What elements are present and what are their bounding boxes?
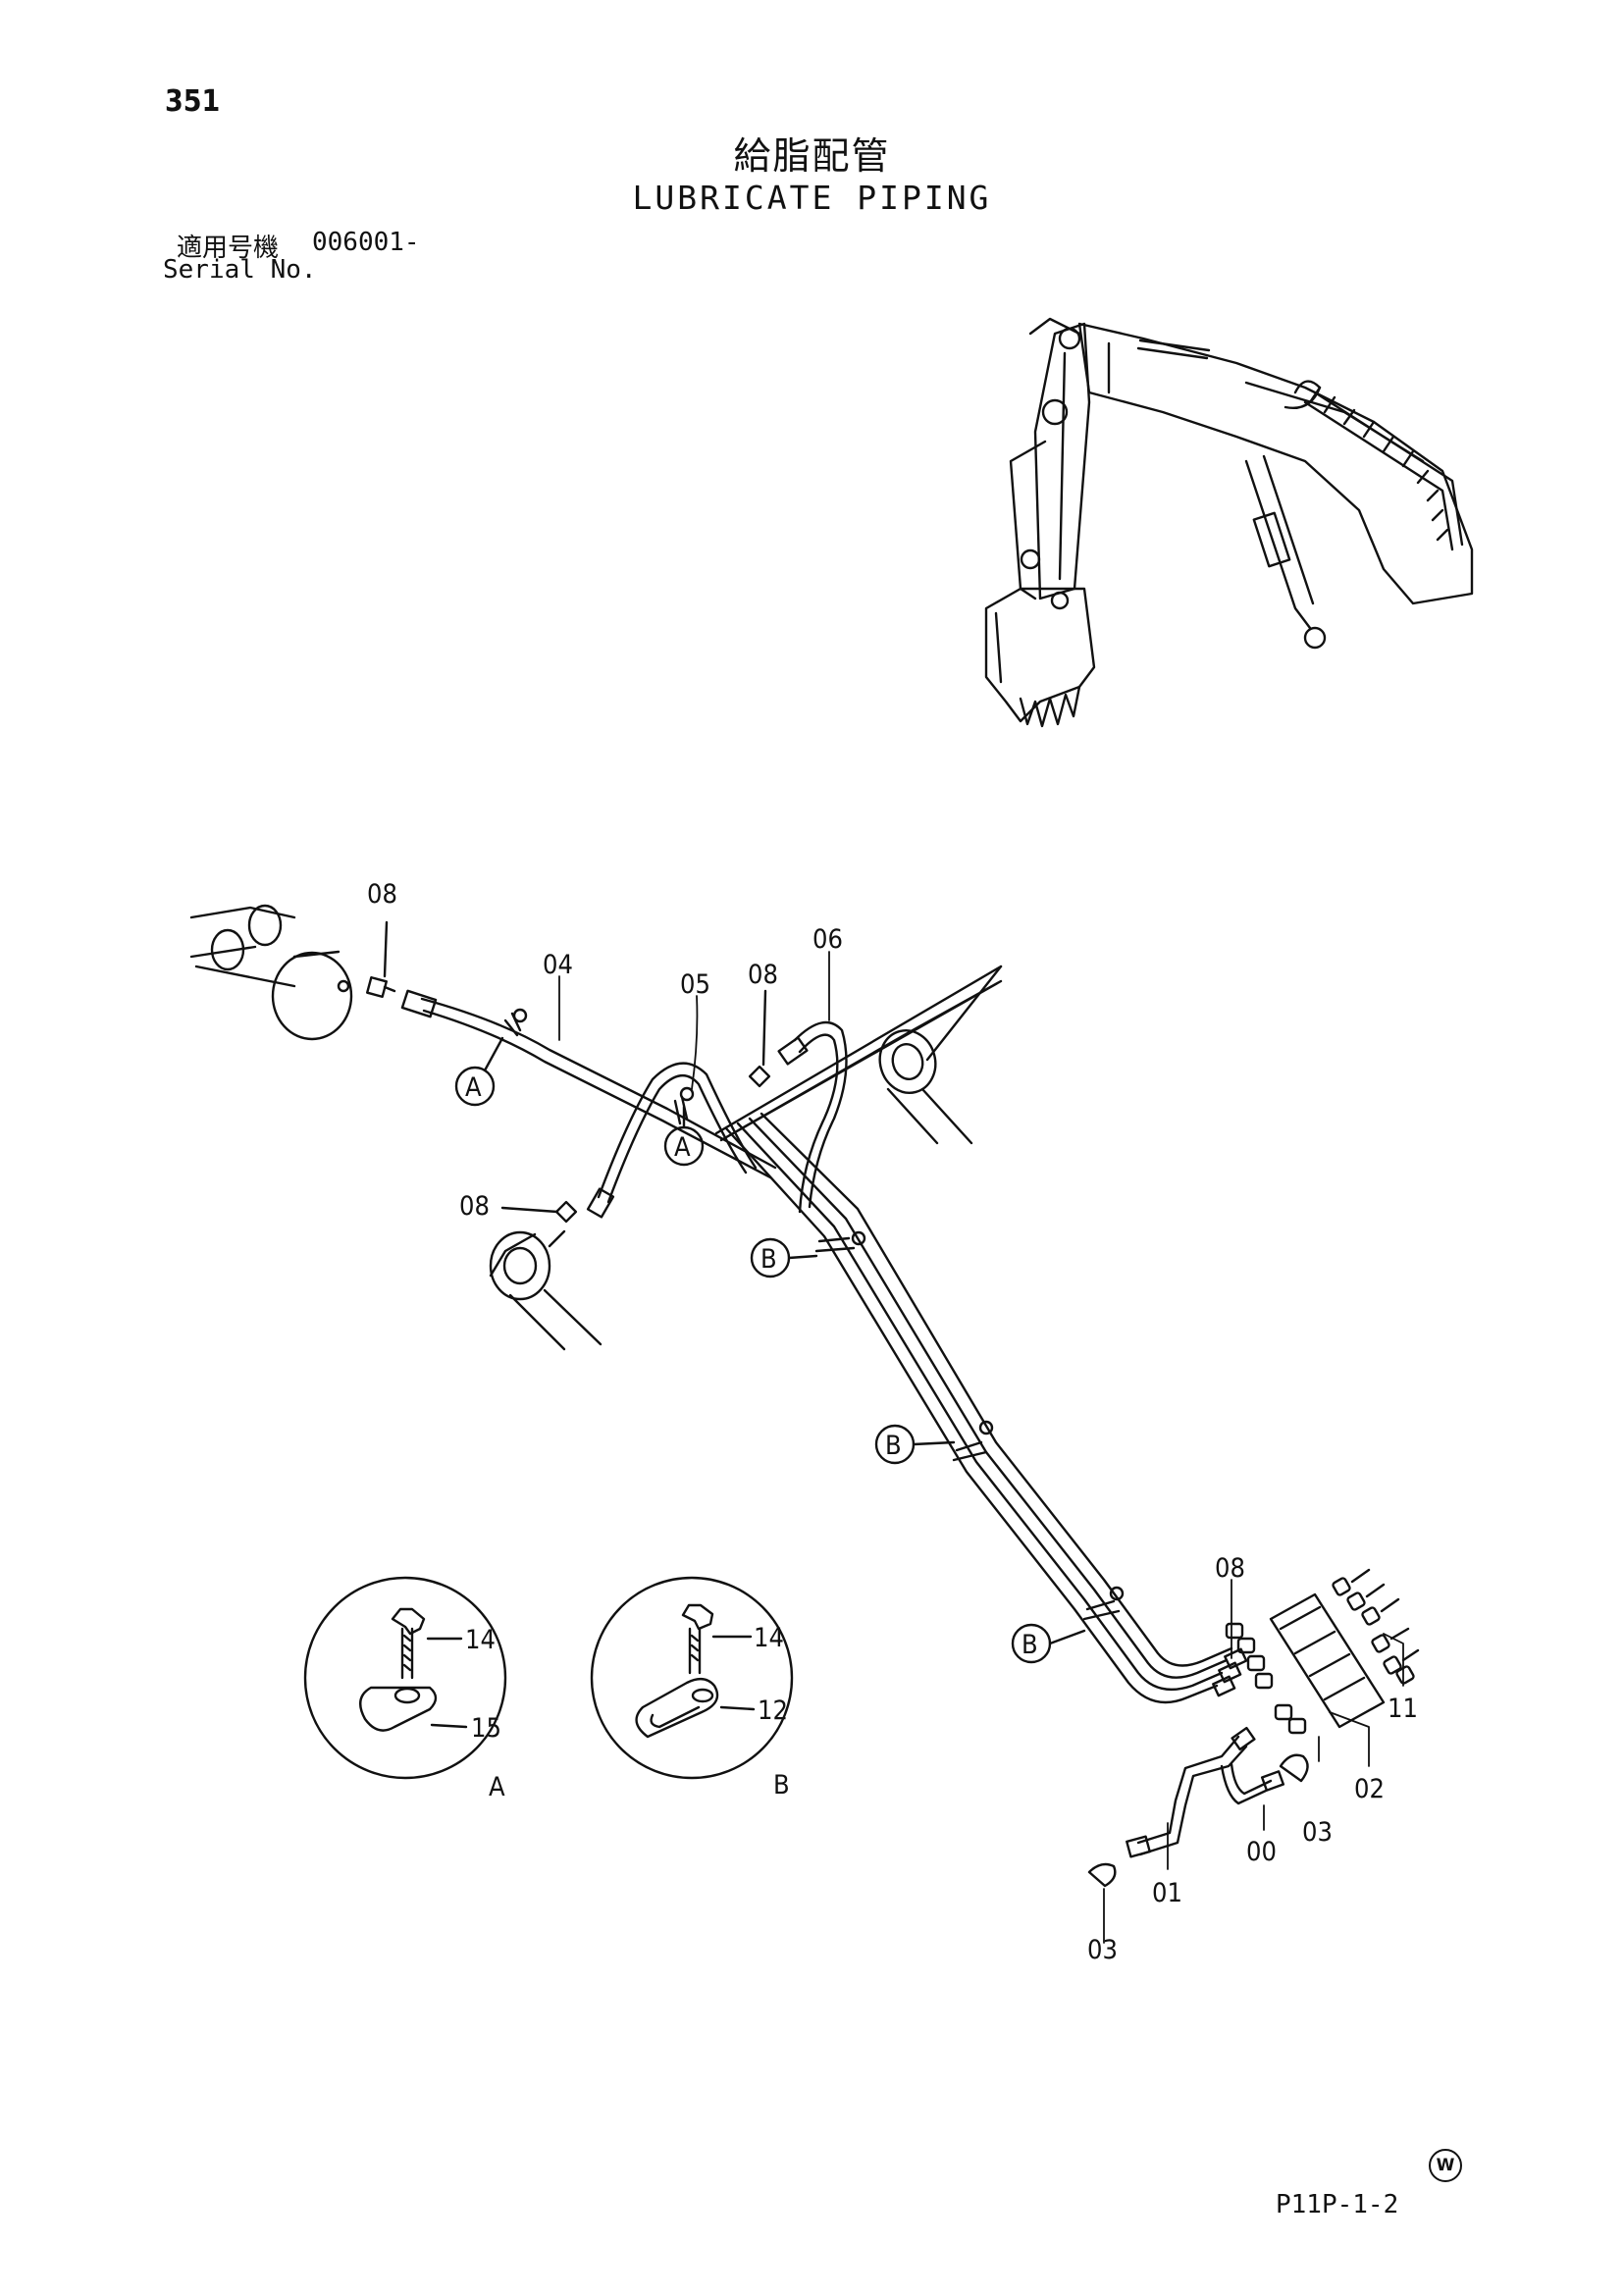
callout-14b: 14 bbox=[754, 1623, 784, 1653]
ref-b-3: B bbox=[1022, 1630, 1038, 1660]
clamp-reference-markers: A A B B B bbox=[454, 1036, 1086, 1664]
ref-a-1: A bbox=[465, 1072, 482, 1103]
ref-b-2: B bbox=[885, 1431, 902, 1461]
callout-12: 12 bbox=[758, 1696, 788, 1726]
callout-04: 04 bbox=[543, 950, 573, 980]
part-callouts: 08 04 05 08 06 08 08 11 02 03 00 01 03 1… bbox=[367, 879, 1418, 1965]
arm-pin-boss bbox=[489, 1229, 602, 1351]
ref-a-2: A bbox=[674, 1132, 691, 1163]
detail-label-b: B bbox=[773, 1770, 790, 1800]
drawing-code: P11P-1-2 bbox=[1276, 2190, 1399, 2219]
ref-b-1: B bbox=[760, 1244, 777, 1275]
pipe-clamps bbox=[503, 1008, 1125, 1621]
callout-08a: 08 bbox=[367, 879, 397, 910]
serial-number-value: 006001- bbox=[312, 228, 420, 257]
excavator-overview-illustration bbox=[984, 317, 1474, 728]
callout-08c: 08 bbox=[459, 1191, 490, 1222]
lubrication-pipes bbox=[400, 965, 1248, 1704]
detail-label-a: A bbox=[489, 1772, 505, 1802]
callout-00: 00 bbox=[1246, 1837, 1277, 1867]
callout-03a: 03 bbox=[1302, 1817, 1333, 1848]
detail-view-a bbox=[303, 1576, 507, 1780]
serial-label-japanese: 適用号機 bbox=[177, 234, 280, 263]
lower-pipes bbox=[1087, 1726, 1309, 1888]
callout-03b: 03 bbox=[1087, 1935, 1118, 1965]
callout-08b: 08 bbox=[748, 960, 778, 990]
page-number: 351 bbox=[165, 84, 221, 119]
callout-leaders bbox=[558, 951, 1404, 1944]
callout-15: 15 bbox=[471, 1713, 501, 1744]
callout-05: 05 bbox=[680, 969, 710, 1000]
callout-02: 02 bbox=[1354, 1774, 1385, 1804]
grease-nipple-08a bbox=[366, 920, 396, 998]
callout-06: 06 bbox=[812, 924, 843, 955]
detail-view-b bbox=[590, 1576, 794, 1780]
w-mark-icon: W bbox=[1429, 2149, 1462, 2182]
callout-01: 01 bbox=[1152, 1878, 1182, 1908]
grease-nipple-08b bbox=[748, 989, 771, 1088]
callout-14a: 14 bbox=[465, 1625, 496, 1655]
lube-distribution-block bbox=[1225, 1568, 1420, 1735]
callout-08d: 08 bbox=[1215, 1553, 1245, 1584]
serial-label-english: Serial No. bbox=[163, 255, 317, 285]
title-english: LUBRICATE PIPING bbox=[632, 179, 992, 217]
title-japanese: 給脂配管 bbox=[733, 134, 891, 178]
grease-nipple-08c bbox=[500, 1200, 578, 1224]
callout-11: 11 bbox=[1388, 1694, 1418, 1724]
boom-foot-pin-boss bbox=[189, 904, 353, 1041]
